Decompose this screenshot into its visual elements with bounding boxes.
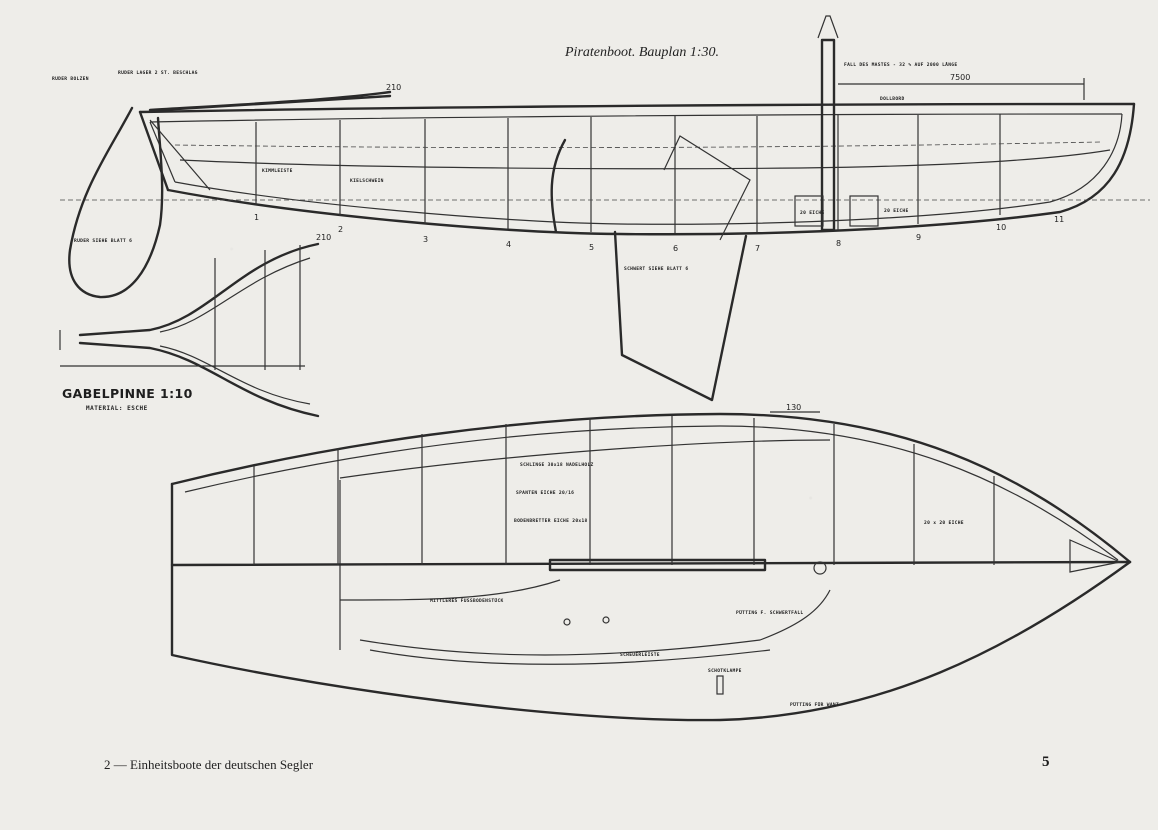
label-spant-b: 20 EICHE — [884, 208, 909, 214]
label-scheuerleiste: SCHEUERLEISTE — [620, 652, 660, 658]
station-8: 8 — [836, 239, 841, 248]
label-fussbrett: MITTLERES FUSSBODENSTÜCK — [430, 597, 504, 604]
station-10: 10 — [996, 223, 1006, 232]
footer-caption: 2 — Einheitsboote der deutschen Segler — [104, 757, 314, 772]
label-putting-schwert: PÜTTING F. SCHWERTFALL — [736, 609, 803, 616]
page-number: 5 — [1042, 754, 1050, 770]
label-putting-mast: PÜTTING FÜR WANT — [790, 701, 839, 708]
label-ruder: RUDER SIEHE BLATT 6 — [74, 238, 132, 244]
label-spant-a: 20 EICHE — [800, 210, 825, 216]
station-3: 3 — [423, 235, 428, 244]
label-fall-mast: FALL DES MASTES - 32 % AUF 2000 LÄNGE — [844, 61, 957, 68]
label-bodenbretter: BODENBRETTER EICHE 20x18 — [514, 518, 588, 524]
label-dollbord: DOLLBORD — [880, 96, 905, 102]
label-schwert: SCHWERT SIEHE BLATT 6 — [624, 266, 688, 272]
label-kielschwein: KIELSCHWEIN — [350, 178, 384, 184]
tiller-material: MATERIAL: ESCHE — [86, 405, 148, 412]
plan-view-hull — [170, 411, 1132, 722]
station-numbers: 1 2 3 4 5 6 7 8 9 10 11 — [254, 213, 1064, 253]
tiller-dim-210: 210 — [316, 233, 331, 242]
station-6: 6 — [673, 244, 678, 253]
label-eiche-holz: 20 x 20 EICHE — [924, 520, 964, 526]
station-7: 7 — [755, 244, 760, 253]
side-view-labels: FALL DES MASTES - 32 % AUF 2000 LÄNGE 75… — [52, 61, 970, 272]
station-11: 11 — [1054, 215, 1064, 224]
label-schlinge: SCHLINGE 30x18 NADELHOLZ — [520, 462, 594, 468]
station-9: 9 — [916, 233, 921, 242]
label-schotklampe: SCHOTKLAMPE — [708, 668, 742, 674]
station-2: 2 — [338, 225, 343, 234]
plan-title: Piratenboot. Bauplan 1:30. — [565, 45, 719, 60]
tiller-title: GABELPINNE 1:10 — [62, 386, 193, 401]
label-ruder-bolzen: RUDER BOLZEN — [52, 76, 89, 82]
label-kimmleiste: KIMMLEISTE — [262, 168, 293, 174]
tiller-drawing: 210 — [59, 233, 331, 418]
label-ruder-lager: RUDER LAGER 2 ST. BESCHLAG — [118, 70, 198, 76]
plan-view-labels: SCHLINGE 30x18 NADELHOLZ SPANTEN EICHE 2… — [430, 403, 964, 708]
label-dim-210: 210 — [386, 83, 401, 92]
station-5: 5 — [589, 243, 594, 252]
label-dim-130: 130 — [786, 403, 801, 412]
side-view-hull — [60, 15, 1150, 402]
label-dim-7500: 7500 — [950, 73, 970, 82]
station-4: 4 — [506, 240, 511, 249]
label-spanten: SPANTEN EICHE 20/16 — [516, 490, 574, 496]
station-1: 1 — [254, 213, 259, 222]
